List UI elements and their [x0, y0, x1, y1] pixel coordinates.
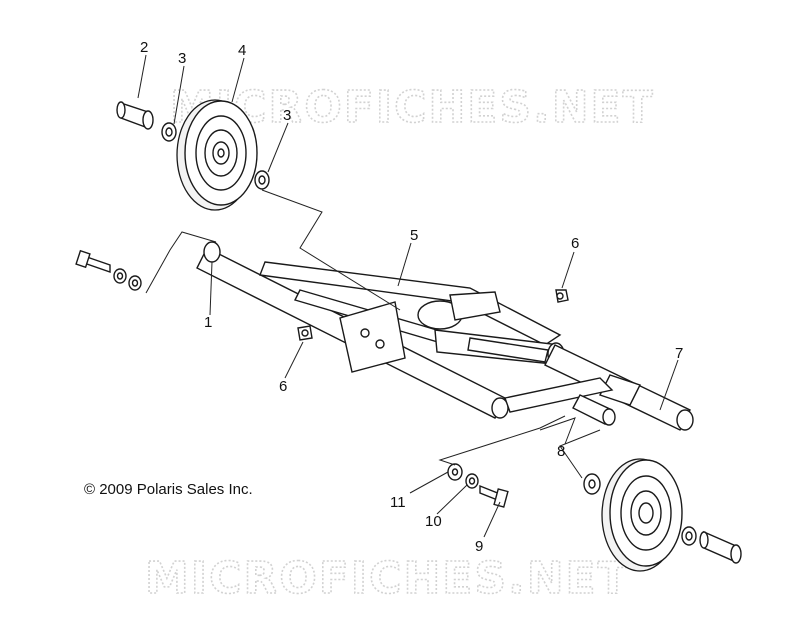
washer-top-left: [161, 122, 177, 142]
washer-bottom-left: [583, 473, 601, 495]
washer-top-right: [254, 170, 270, 190]
washer-bottom-right: [681, 526, 697, 546]
washer-11: [447, 463, 463, 481]
watermark-bottom: MICROFICHES.NET: [145, 553, 630, 604]
callout-6-upper: 6: [571, 235, 579, 252]
washer-10: [465, 473, 479, 489]
grease-fitting-left: [297, 325, 313, 341]
rear-axle-tube: [544, 344, 694, 431]
idler-wheel-top: [176, 99, 258, 211]
callout-5: 5: [410, 227, 418, 244]
leader-lines: [137, 54, 679, 538]
callout-4: 4: [238, 42, 246, 59]
callout-9: 9: [475, 538, 483, 555]
callout-11: 11: [390, 494, 406, 511]
grease-fitting-top: [555, 289, 569, 303]
lower-link: [504, 377, 616, 426]
callout-7: 7: [675, 345, 683, 362]
callout-2: 2: [140, 39, 148, 56]
callout-8: 8: [557, 443, 565, 460]
center-bracket: [339, 291, 501, 373]
bolt-9: [479, 484, 509, 508]
callout-6-lower: 6: [279, 378, 287, 395]
callout-3-upper: 3: [178, 50, 186, 67]
callout-10: 10: [425, 513, 442, 530]
callout-3-right: 3: [283, 107, 291, 124]
spacer-bottom: [699, 530, 742, 564]
idler-wheel-bottom: [601, 458, 683, 572]
spacer-top: [116, 101, 154, 130]
callout-1: 1: [204, 314, 212, 331]
copyright-text: © 2009 Polaris Sales Inc.: [84, 481, 253, 498]
bolt-left: [75, 249, 142, 291]
